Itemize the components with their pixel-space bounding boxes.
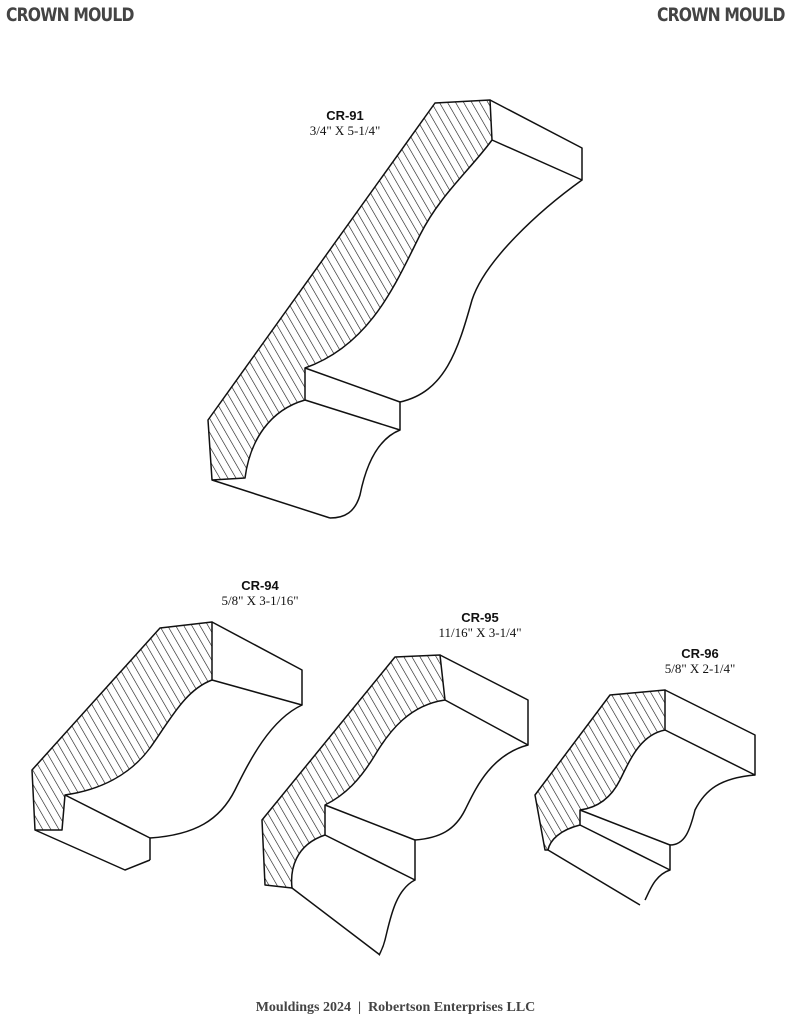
cr-95-label: CR-95 11/16" X 3-1/4" [415,610,545,641]
cr-96-label: CR-96 5/8" X 2-1/4" [640,646,760,677]
profile-size: 3/4" X 5-1/4" [309,123,381,138]
cr-91-label: CR-91 3/4" X 5-1/4" [290,108,400,139]
page-footer: Mouldings 2024 | Robertson Enterprises L… [255,1000,536,1015]
page-header-left: CROWN MOULD [6,4,134,26]
profile-code: CR-96 [681,646,719,661]
page-header-right: CROWN MOULD [657,4,785,26]
profile-code: CR-95 [461,610,499,625]
cr-94-label: CR-94 5/8" X 3-1/16" [200,578,320,609]
profile-size: 11/16" X 3-1/4" [438,625,522,640]
cr-91-drawing [207,99,583,519]
cr-94-drawing [31,621,303,871]
cr-95-drawing [261,654,529,956]
profile-size: 5/8" X 2-1/4" [664,661,736,676]
profile-code: CR-94 [241,578,279,593]
profile-size: 5/8" X 3-1/16" [221,593,299,608]
cr-96-drawing [534,689,756,906]
profile-code: CR-91 [326,108,364,123]
